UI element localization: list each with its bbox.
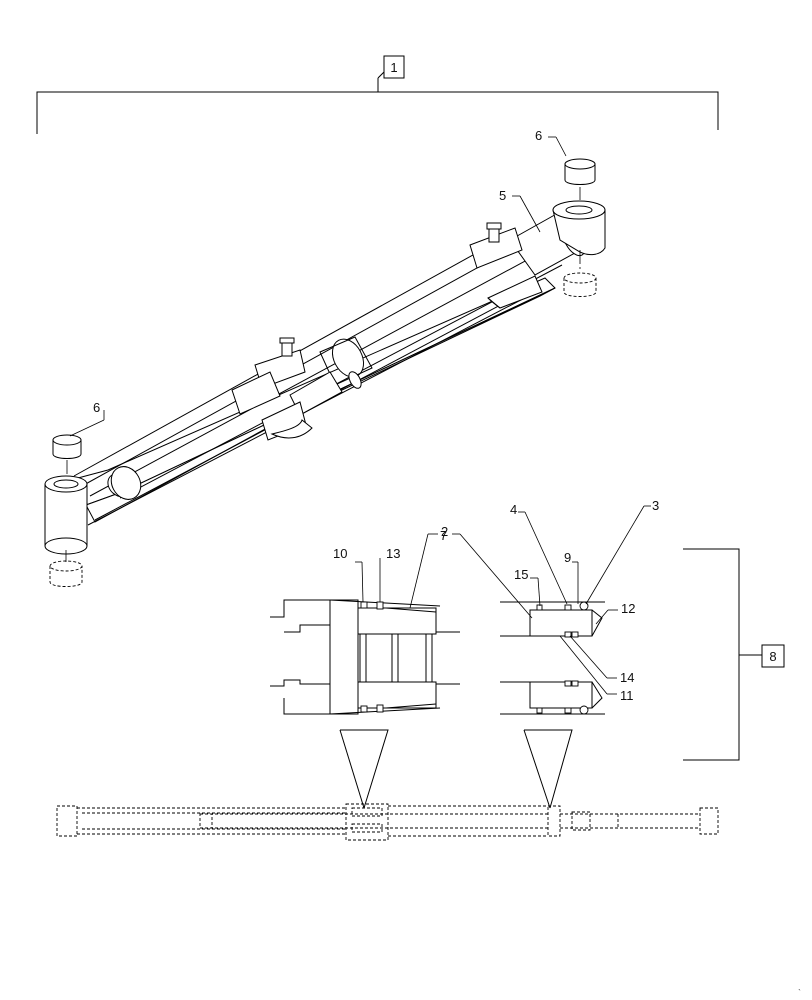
callout-label-6-left: 6: [93, 400, 100, 415]
callout-label-5: 5: [499, 188, 506, 203]
callout-label-1: 1: [390, 60, 397, 75]
corner-mark: `: [798, 988, 801, 998]
assembly-bracket-1: [36, 71, 719, 134]
callout-label-2: 2: [441, 524, 448, 539]
callout-box-1: 1: [383, 55, 405, 79]
callout-box-8: 8: [761, 644, 785, 668]
callout-label-11: 11: [620, 688, 634, 703]
detail-pointer-wedges: [339, 729, 573, 809]
callout-label-10: 10: [333, 546, 347, 561]
detail-head-section: [270, 599, 460, 715]
leader-lines-detail: [355, 505, 651, 695]
callout-label-9: 9: [564, 550, 571, 565]
bushing-top-right: [564, 158, 596, 185]
cylinder-assembly-drawing: [73, 211, 586, 526]
callout-label-14: 14: [620, 670, 634, 685]
full-length-cylinder-outline: [56, 803, 719, 841]
barrel-end-eye-left: [44, 475, 88, 555]
bushing-bottom-left-hidden: [49, 560, 83, 587]
callout-label-13: 13: [386, 546, 400, 561]
callout-label-3: 3: [652, 498, 659, 513]
bushing-bottom-right-hidden: [563, 272, 597, 297]
callout-label-12: 12: [621, 601, 635, 616]
detail-piston-section: [500, 601, 605, 715]
callout-label-6-top: 6: [535, 128, 542, 143]
callout-label-8: 8: [769, 649, 776, 664]
bushing-top-left: [52, 434, 82, 459]
callout-label-7: 7: [440, 528, 447, 543]
callout-label-4: 4: [510, 502, 517, 517]
detail-bracket-8: [683, 548, 762, 761]
leader-lines-upper: [69, 136, 567, 437]
callout-label-15: 15: [514, 567, 528, 582]
